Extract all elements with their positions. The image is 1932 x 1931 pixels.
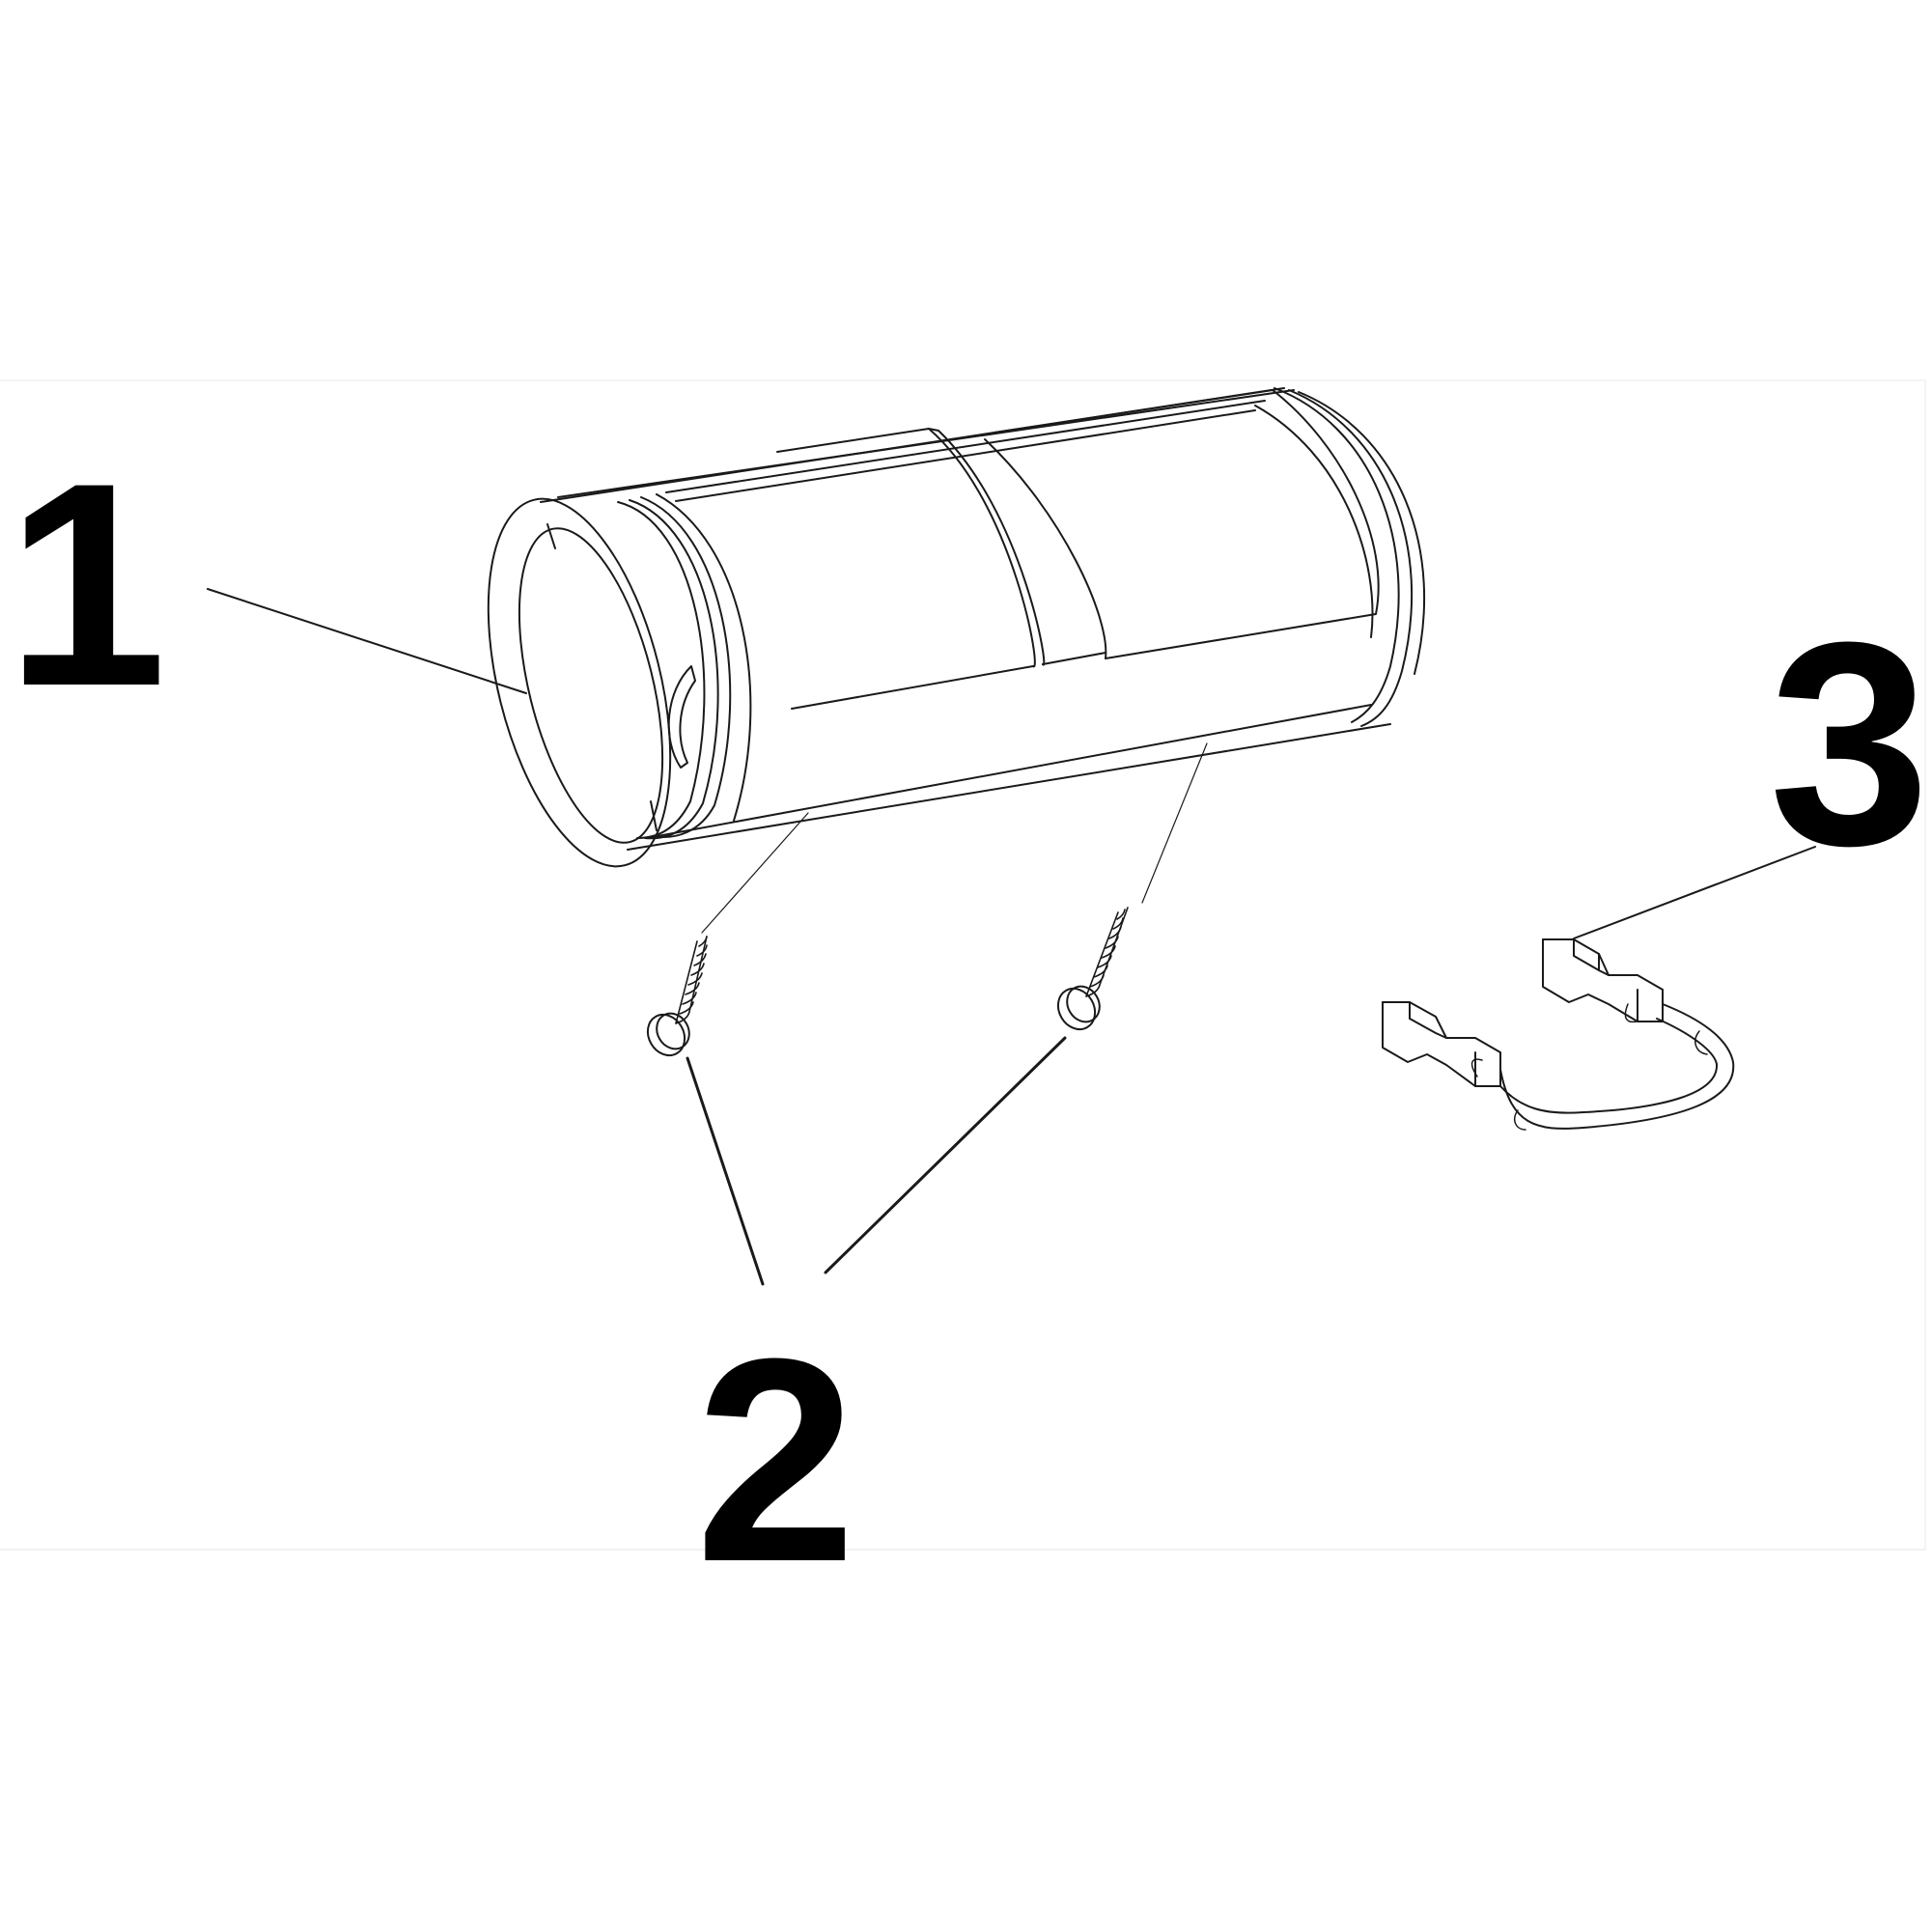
screw-right bbox=[1056, 742, 1208, 1031]
leader-line-2b bbox=[824, 1036, 1067, 1274]
callout-number-2: 2 bbox=[695, 1298, 856, 1622]
cylinder-housing bbox=[487, 387, 1426, 868]
callout-number-3: 3 bbox=[1769, 581, 1930, 906]
leader-line-2a bbox=[686, 1056, 765, 1286]
wire-harness bbox=[1382, 938, 1735, 1131]
leader-line-1 bbox=[207, 588, 527, 694]
screw-left bbox=[646, 812, 809, 1057]
leader-line-3 bbox=[1573, 846, 1816, 939]
callout-number-1: 1 bbox=[6, 422, 167, 746]
diagram-panel bbox=[0, 379, 1926, 1551]
